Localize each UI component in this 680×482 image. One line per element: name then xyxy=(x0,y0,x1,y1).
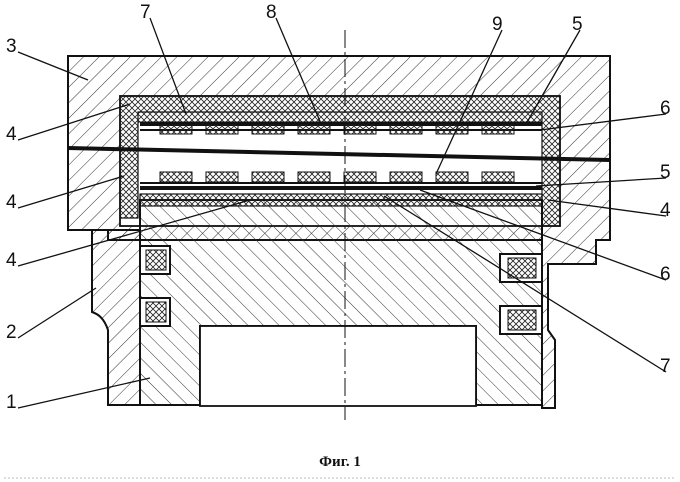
label-7-b: 7 xyxy=(660,356,671,377)
label-6-a: 6 xyxy=(660,98,671,119)
label-4-d: 4 xyxy=(660,200,671,221)
ring-right-top-inner xyxy=(507,257,537,279)
label-5-a: 5 xyxy=(572,14,583,35)
insulation-4-lower xyxy=(139,193,543,207)
label-4-b: 4 xyxy=(6,192,17,213)
ring-left-top-inner xyxy=(145,249,167,271)
label-7-a: 7 xyxy=(140,2,151,23)
label-8: 8 xyxy=(266,2,277,23)
upper-electrodes-8 xyxy=(159,123,515,135)
label-6-b: 6 xyxy=(660,264,671,285)
ring-right-bottom-inner xyxy=(507,309,537,331)
label-4-a: 4 xyxy=(6,124,17,145)
label-3: 3 xyxy=(6,36,17,57)
leader-lines xyxy=(17,17,667,409)
ring-left-bottom-inner xyxy=(145,301,167,323)
label-9: 9 xyxy=(492,14,503,35)
body-2 xyxy=(91,229,141,406)
label-4-c: 4 xyxy=(6,250,17,271)
label-2: 2 xyxy=(6,322,17,343)
label-1: 1 xyxy=(6,392,17,413)
label-5-b: 5 xyxy=(660,162,671,183)
conductor xyxy=(67,146,611,162)
upper-layer-7 xyxy=(137,111,543,123)
piston-cavity xyxy=(199,325,477,407)
figure-caption: Фиг. 1 xyxy=(319,454,361,470)
lower-electrodes-9 xyxy=(159,171,515,183)
